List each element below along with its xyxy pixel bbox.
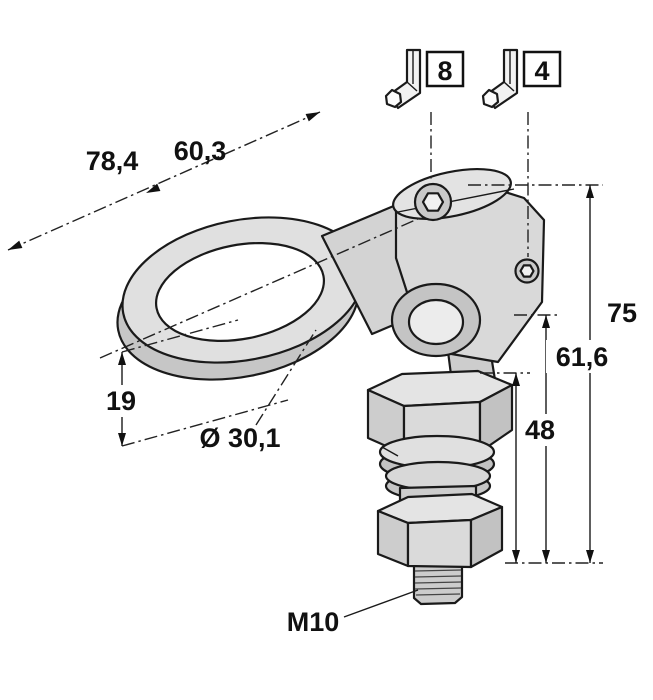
dim-19: 19 <box>101 319 289 447</box>
nut-upper-right-face <box>478 383 514 454</box>
arrowhead <box>8 240 23 250</box>
dim-label-60-3: 60,3 <box>174 136 227 166</box>
allen-key-4-elbow <box>503 81 515 92</box>
thread-line <box>414 581 462 584</box>
arrowhead <box>512 373 520 386</box>
top-screw-hex-socket <box>421 192 445 212</box>
dim-75: 75 <box>468 184 637 564</box>
leader-ring-diameter <box>255 329 317 426</box>
label-m10: M10 <box>287 589 419 637</box>
centerline-ring <box>99 217 421 359</box>
dim-label-75: 75 <box>607 298 637 328</box>
dim-label-bg <box>520 414 561 446</box>
dim-label-bg <box>546 340 618 373</box>
dim-78-4: 78,4 <box>7 111 321 251</box>
thread-line <box>415 593 461 596</box>
clamp-ring <box>116 216 365 381</box>
ring-hole <box>154 241 326 343</box>
arrowhead <box>512 550 520 563</box>
top-socket-screw <box>413 182 453 222</box>
ext-line-bottom <box>121 399 289 447</box>
leader-m10 <box>343 589 419 618</box>
arrowhead <box>118 433 126 446</box>
arrowhead <box>542 550 550 563</box>
hex-nut-lower <box>376 492 504 569</box>
nut-lower-right-face <box>469 505 504 569</box>
allen-key-8-label-box <box>425 50 465 88</box>
allen-key-4-icon <box>481 48 519 110</box>
washer-slot <box>381 446 399 457</box>
arrowhead <box>542 315 550 328</box>
nut-lower-front-face <box>406 518 473 569</box>
dim-ring-diameter: Ø 30,1 <box>199 423 280 453</box>
arrowhead <box>305 112 320 122</box>
allen-key-8-hex-tip <box>384 88 403 109</box>
dim-60-3: 60,3 <box>174 136 227 166</box>
dim-label-diameter: Ø 30,1 <box>199 423 280 453</box>
dim-label-19: 19 <box>106 386 136 416</box>
dim-label-61-6: 61,6 <box>556 342 609 372</box>
dim-label-78-4: 78,4 <box>86 146 139 176</box>
allen-key-8-elbow <box>406 81 418 92</box>
thread-line <box>414 569 462 572</box>
thread-line <box>414 575 462 578</box>
dim-label-48: 48 <box>525 415 555 445</box>
arrowhead <box>118 352 126 365</box>
allen-key-4-label-box <box>522 50 562 88</box>
allen-key-8-label: 8 <box>437 56 452 86</box>
dim-48: 48 <box>480 372 561 563</box>
side-socket-screw <box>514 258 540 284</box>
side-screw-hex-socket <box>519 264 535 278</box>
allen-key-4-label: 4 <box>534 56 549 86</box>
dim-label-bg <box>101 385 141 417</box>
thread-stud-m10 <box>412 560 464 606</box>
thread-line <box>414 587 462 590</box>
dim-line-diagonal <box>7 111 321 251</box>
allen-key-8-icon <box>384 48 422 110</box>
ext-line-top <box>121 319 239 353</box>
arrowhead <box>586 550 594 563</box>
arrowhead <box>146 183 161 193</box>
arrowhead <box>586 185 594 198</box>
clamp-bore-inner <box>407 298 465 346</box>
allen-key-4-hex-tip <box>481 88 500 109</box>
dim-label-m10: M10 <box>287 607 340 637</box>
